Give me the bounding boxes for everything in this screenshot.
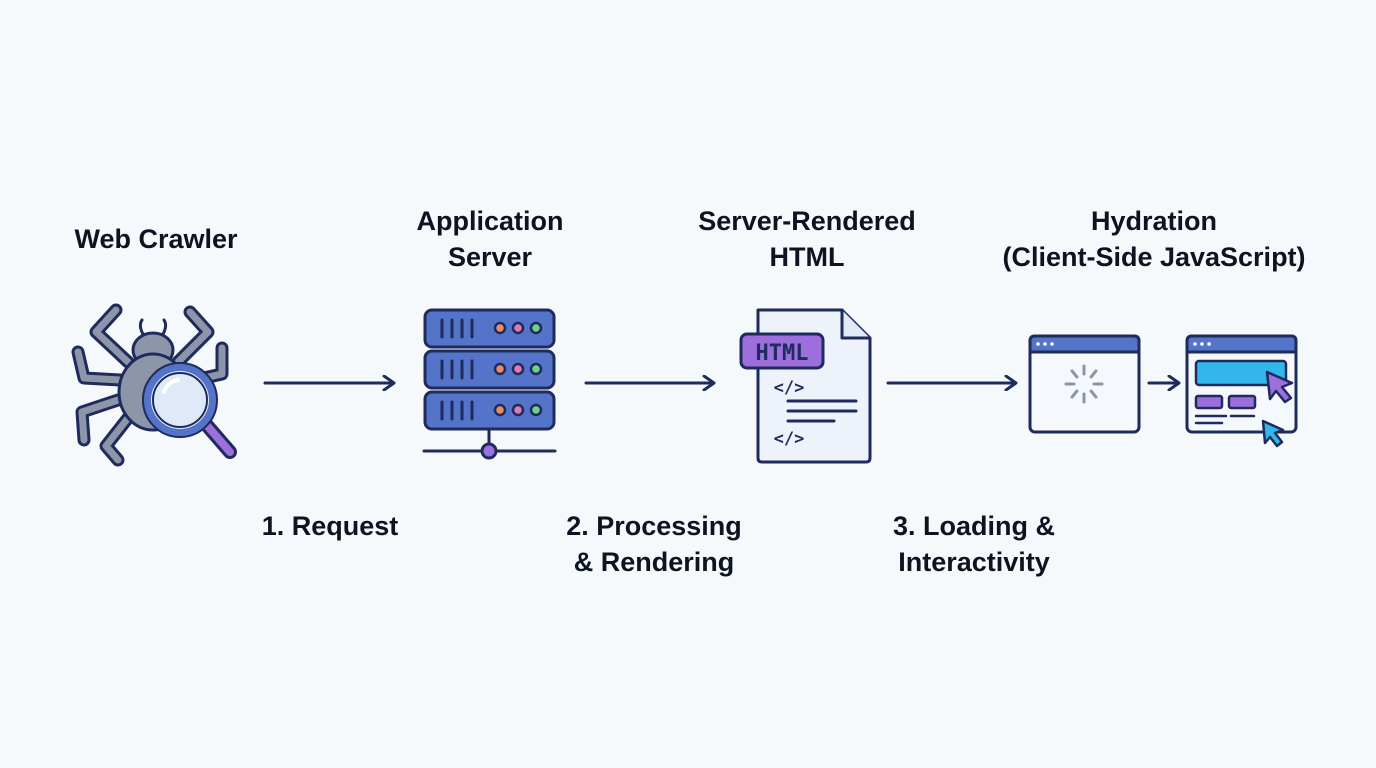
server-title-line-1: Application [416, 206, 564, 236]
html-title-line-2: HTML [769, 242, 845, 272]
code-tag-top: </> [774, 378, 805, 398]
step-label-request: 1. Request [262, 508, 399, 544]
interactive-browser-window-icon [1185, 334, 1298, 448]
server-rack-icon [422, 308, 557, 460]
server-title: Application Server [417, 203, 564, 275]
spider-icon [71, 303, 237, 467]
step-2-line-2: & Rendering [573, 547, 735, 577]
pointer-cursor-icon [1265, 370, 1294, 404]
pointer-cursor-icon-secondary [1261, 419, 1285, 448]
step-3-line-2: Interactivity [898, 547, 1050, 577]
server-title-line-2: Server [447, 242, 533, 272]
html-title: Server-Rendered HTML [698, 203, 916, 275]
code-tag-bottom: </> [774, 429, 805, 449]
hydration-title-line-1: Hydration [1090, 206, 1218, 236]
html-badge-label: HTML [756, 341, 809, 366]
step-label-loading: 3. Loading & Interactivity [893, 508, 1055, 580]
crawler-title: Web Crawler [74, 224, 238, 254]
step-label-processing: 2. Processing & Rendering [566, 508, 742, 580]
loading-spinner-icon [1064, 364, 1104, 404]
hydration-title-line-2: (Client-Side JavaScript) [1002, 242, 1306, 272]
step-1-line-1: 1. Request [261, 511, 399, 541]
html-title-line-1: Server-Rendered [698, 206, 916, 236]
loading-browser-window-icon [1028, 334, 1141, 434]
step-2-line-1: 2. Processing [566, 511, 742, 541]
hydration-title: Hydration (Client-Side JavaScript) [1002, 203, 1305, 275]
step-3-line-1: 3. Loading & [893, 511, 1055, 541]
html-document-icon [739, 308, 872, 464]
